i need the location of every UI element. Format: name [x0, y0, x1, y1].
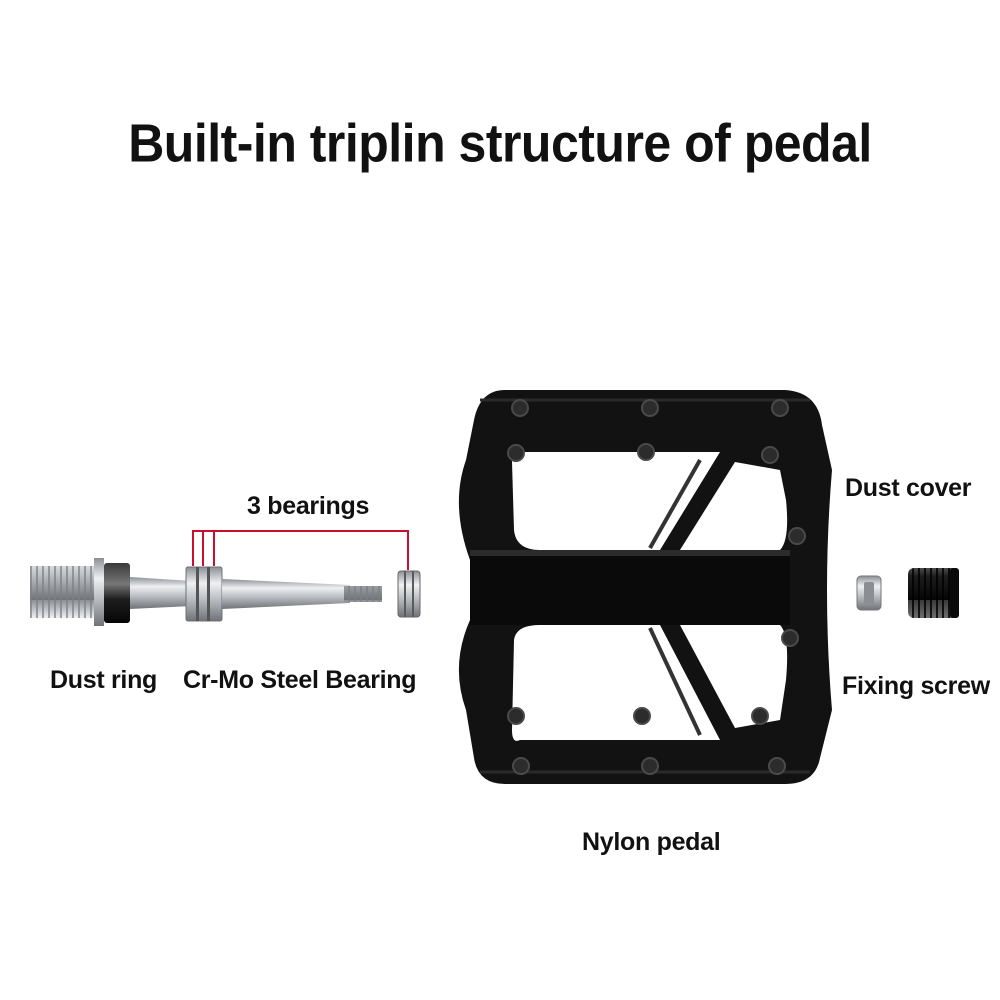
spindle-end-thread [344, 586, 382, 602]
nylon-pedal-body [458, 390, 832, 784]
bearing-outer [397, 570, 421, 618]
nylon-pedal-label: Nylon pedal [582, 828, 721, 856]
fixing-screw [856, 575, 882, 611]
bearing-inner [185, 566, 223, 622]
spindle-shaft [222, 579, 350, 609]
bearings-label: 3 bearings [247, 492, 370, 520]
spindle-hex-nut [94, 558, 104, 626]
dust-ring-label: Dust ring [50, 666, 158, 694]
dust-cover-label: Dust cover [845, 474, 972, 502]
bearings-callout-lines [192, 530, 409, 570]
spindle-axle [30, 558, 382, 626]
dust-ring-seal [104, 563, 130, 623]
spindle-thread [30, 566, 96, 618]
page-title: Built-in triplin structure of pedal [128, 112, 872, 174]
steel-bearing-label: Cr-Mo Steel Bearing [183, 666, 417, 694]
fixing-screw-label: Fixing screw [842, 672, 990, 700]
pedal-pins [507, 399, 806, 775]
dust-cover [908, 568, 959, 618]
spindle-shaft-inner [130, 577, 192, 609]
